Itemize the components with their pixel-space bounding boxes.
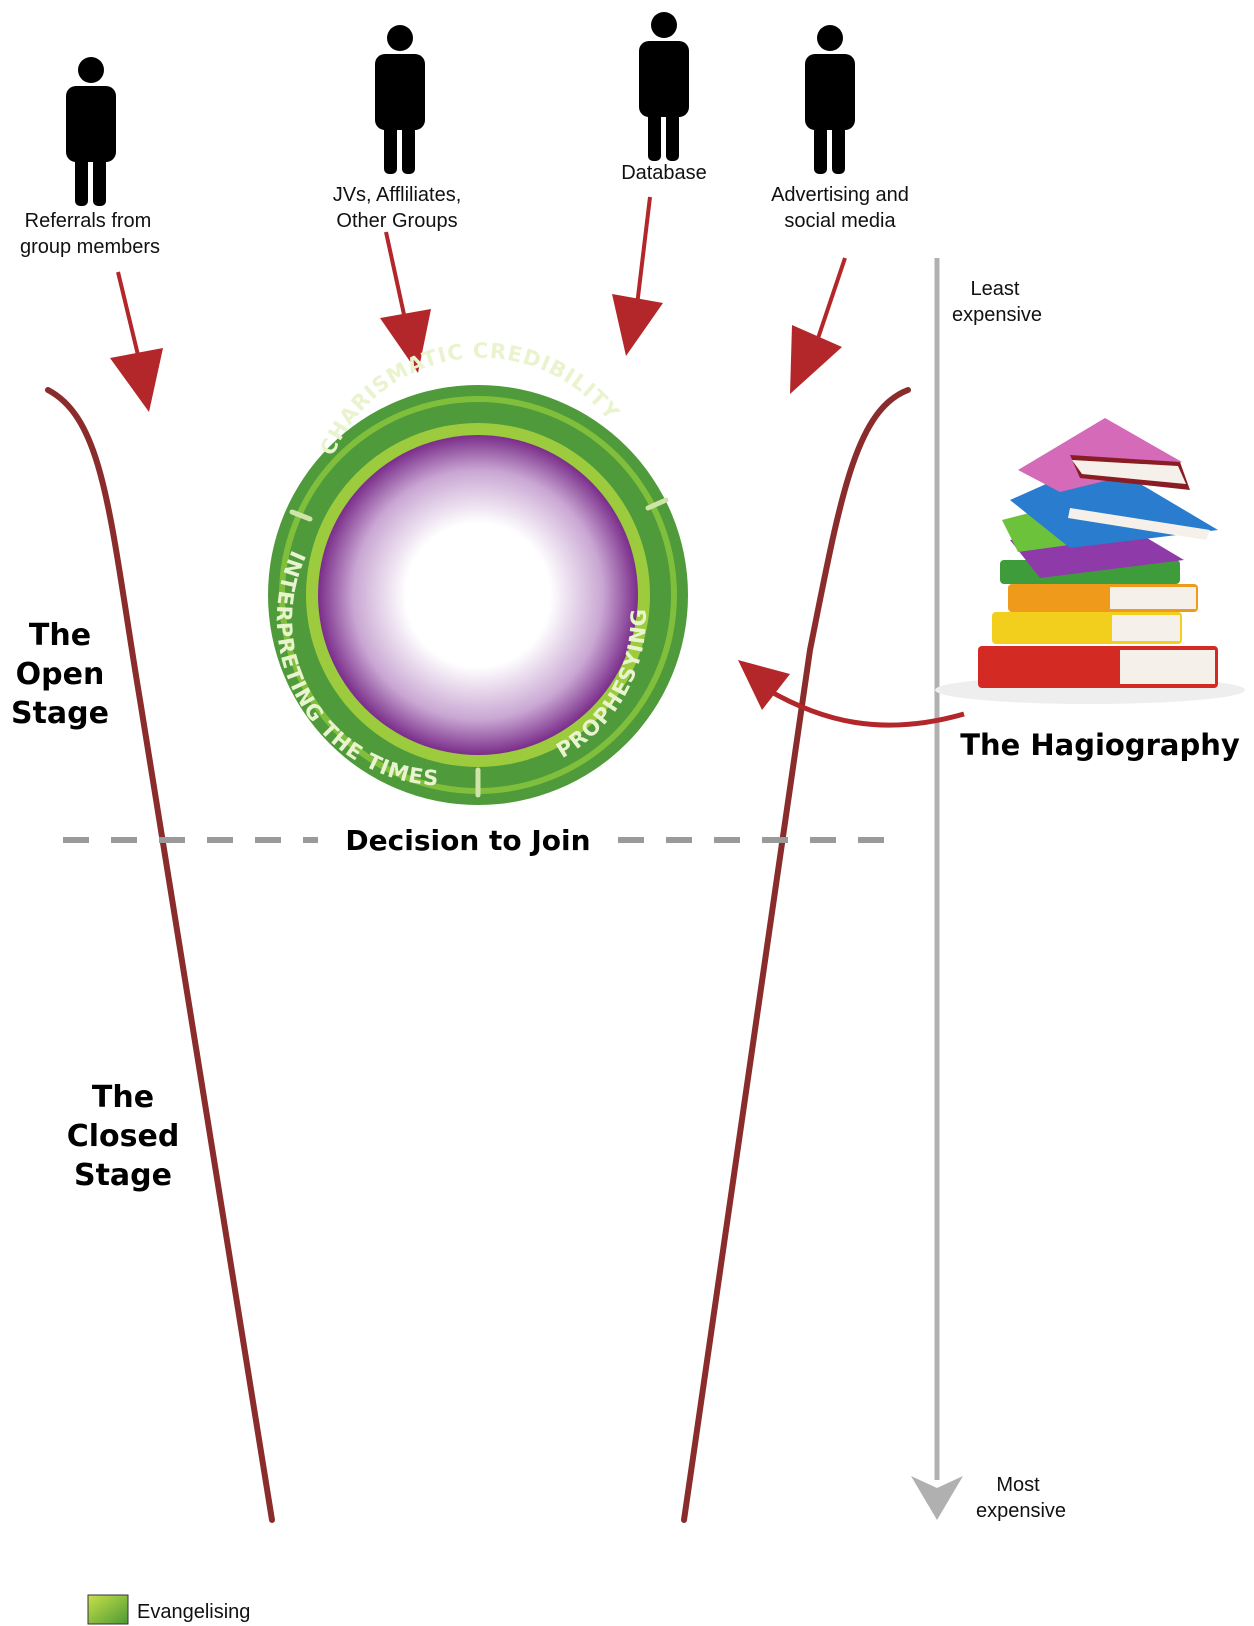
stage-label-line: Open — [16, 657, 105, 692]
cost-scale-bottom-line: Most — [996, 1474, 1040, 1496]
person-icon-advertising — [805, 25, 855, 174]
legend: Evangelising — [88, 1595, 250, 1624]
source-label-line: Referrals from — [25, 210, 152, 232]
funnel-left-wall — [48, 390, 272, 1520]
source-label-line: Advertising and — [771, 184, 909, 206]
cost-scale-top-line: expensive — [952, 304, 1042, 326]
arrow-database — [612, 197, 663, 356]
funnel-right-wall — [684, 390, 908, 1520]
source-label-line: group members — [20, 236, 160, 258]
cost-scale-top-line: Least — [971, 278, 1020, 300]
decision-divider: Decision to Join — [63, 824, 885, 857]
evangelising-ring: CHARISMATIC CREDIBILITY INTERPRETING THE… — [268, 339, 688, 805]
source-label-database: Database — [621, 162, 707, 184]
source-label-jvs: JVs, Affliliates, Other Groups — [333, 184, 462, 232]
person-icon-database — [639, 12, 689, 161]
cost-scale-bottom-line: expensive — [976, 1500, 1066, 1522]
stage-label-line: The — [92, 1080, 154, 1115]
source-label-line: Database — [621, 162, 707, 184]
open-stage-label: The Open Stage — [11, 618, 109, 731]
stage-label-line: Closed — [67, 1119, 180, 1154]
legend-swatch-evangelising — [88, 1595, 128, 1624]
person-icon-referrals — [66, 57, 116, 206]
ring-center — [318, 435, 638, 755]
person-icon-jvs — [375, 25, 425, 174]
arrow-referrals — [110, 272, 163, 412]
source-label-line: JVs, Affliliates, — [333, 184, 462, 206]
closed-stage-label: The Closed Stage — [67, 1080, 180, 1193]
decision-label: Decision to Join — [345, 824, 590, 857]
hagiography-arrow — [738, 660, 964, 725]
source-label-line: social media — [784, 210, 896, 232]
source-label-line: Other Groups — [336, 210, 457, 232]
stage-label-line: The — [29, 618, 91, 653]
stage-label-line: Stage — [74, 1158, 172, 1193]
cost-scale-arrowhead — [911, 1476, 963, 1520]
hagiography-label: The Hagiography — [960, 728, 1240, 762]
stage-label-line: Stage — [11, 696, 109, 731]
source-label-referrals: Referrals from group members — [20, 210, 160, 258]
arrow-advertising — [790, 258, 845, 394]
source-label-advertising: Advertising and social media — [771, 184, 909, 232]
book-stack-icon — [935, 418, 1245, 704]
legend-label-evangelising: Evangelising — [137, 1601, 250, 1623]
